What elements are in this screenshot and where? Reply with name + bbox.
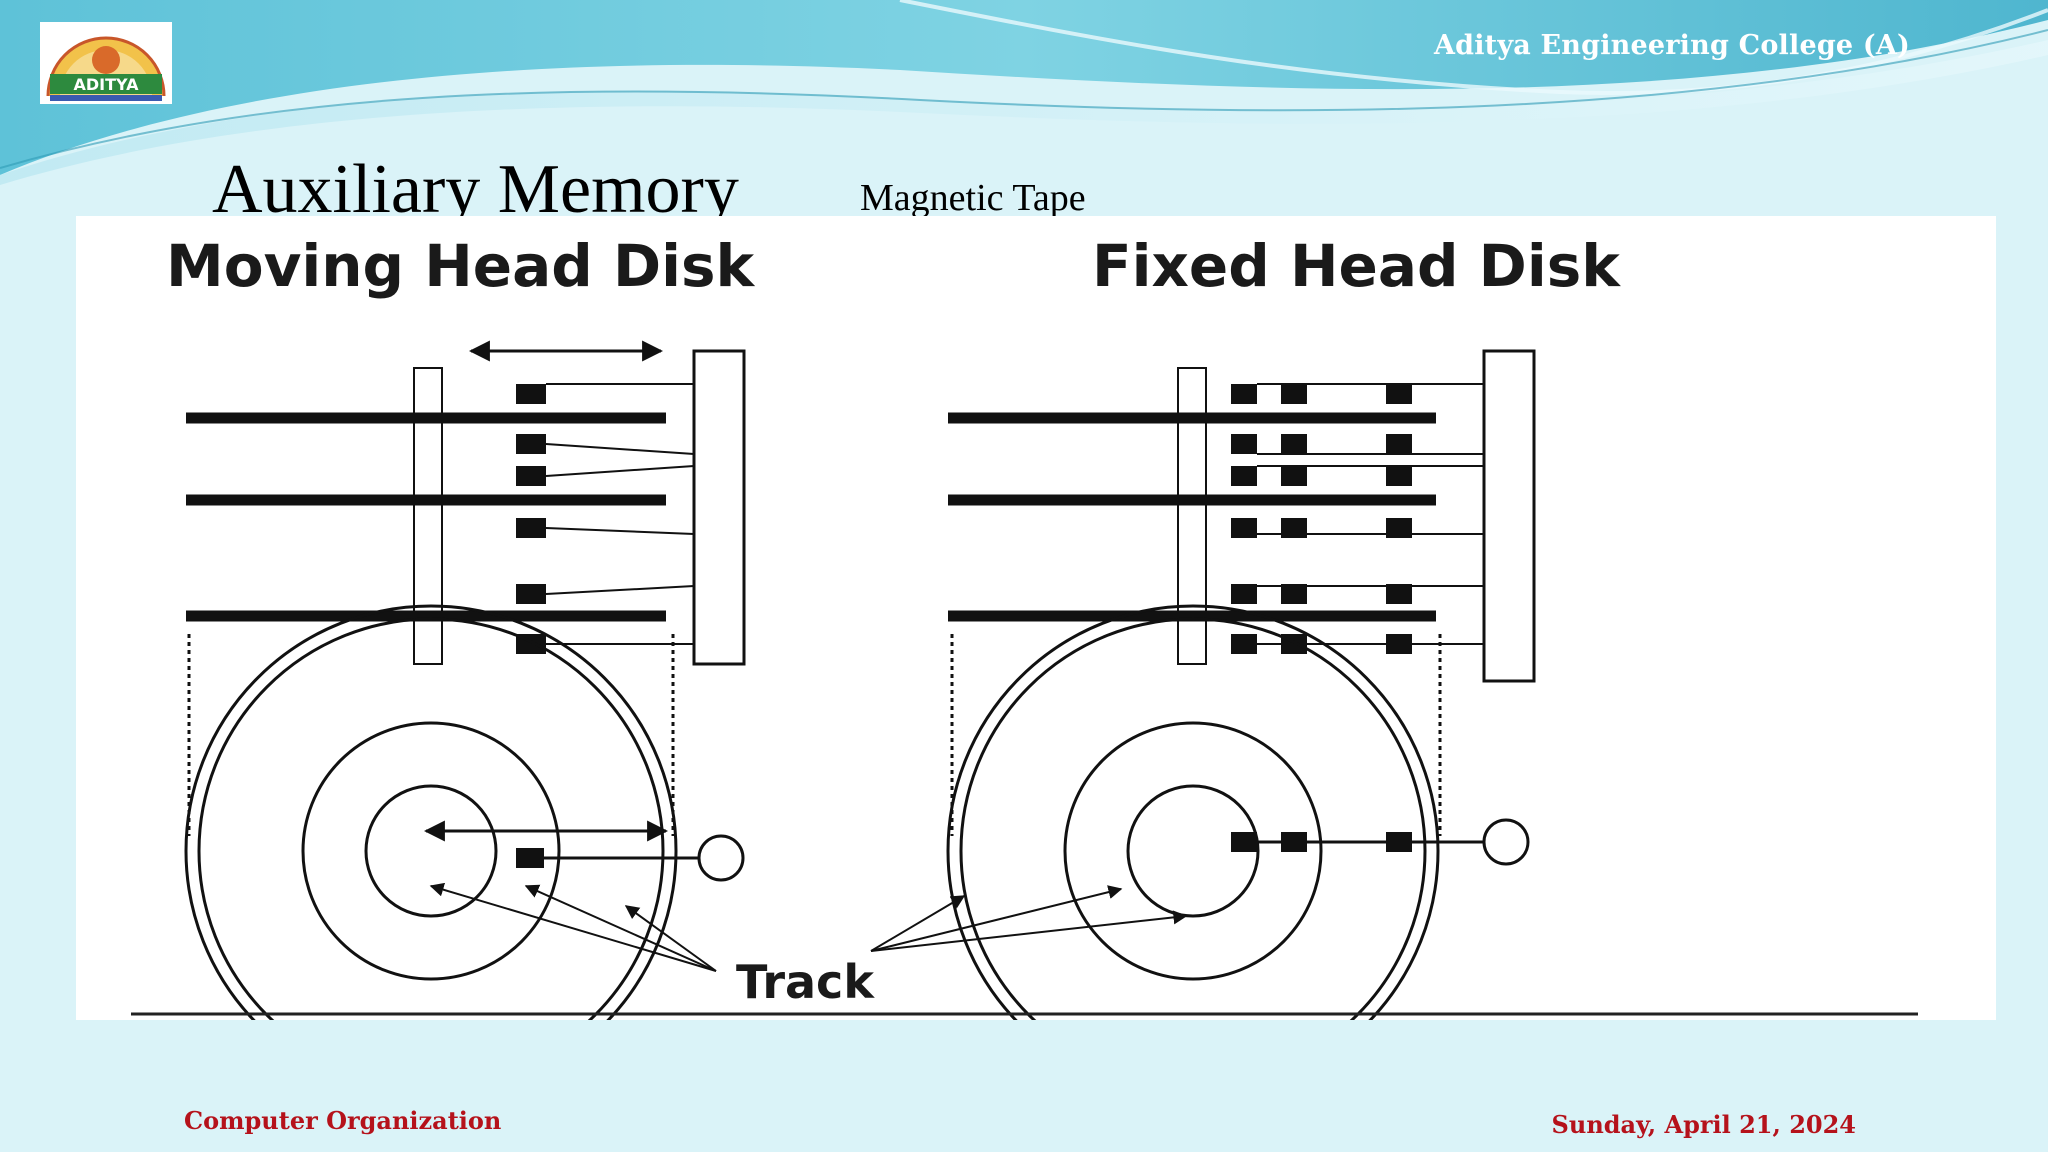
slide-title: Auxiliary Memory xyxy=(212,151,739,228)
track xyxy=(1126,784,1260,918)
moving-head-disk-title: Moving Head Disk xyxy=(166,232,756,300)
pivot xyxy=(1482,818,1530,866)
read-write-heads xyxy=(516,384,546,654)
college-logo: ADITYA xyxy=(40,22,172,104)
fixed-arm xyxy=(1482,349,1536,683)
fixed-head-disk xyxy=(870,349,1536,1020)
course-name: Computer Organization xyxy=(184,1106,502,1135)
header-wave-decoration xyxy=(0,0,2048,185)
track xyxy=(301,721,561,981)
disk-outer xyxy=(184,604,678,1020)
fixed-head-disk-title: Fixed Head Disk xyxy=(1092,232,1621,300)
track xyxy=(364,784,498,918)
actuator-arm xyxy=(692,349,746,666)
moving-head-disk xyxy=(184,340,746,1020)
fixed-read-write-heads xyxy=(1231,384,1412,654)
track xyxy=(1063,721,1323,981)
head-wires xyxy=(545,383,695,645)
pivot xyxy=(697,834,745,882)
disk-outer xyxy=(946,604,1440,1020)
slide-subtitle: Magnetic Tape xyxy=(860,177,1086,219)
logo-text: ADITYA xyxy=(74,75,140,94)
slide-date: Sunday, April 21, 2024 xyxy=(1551,1110,1856,1139)
track-label: Track xyxy=(736,955,875,1009)
disk-diagram-svg: Moving Head Disk Fixed Head Disk xyxy=(131,232,1918,1020)
college-name: Aditya Engineering College (A) xyxy=(1433,30,1910,61)
disk-diagram: Moving Head Disk Fixed Head Disk xyxy=(76,216,1996,1020)
